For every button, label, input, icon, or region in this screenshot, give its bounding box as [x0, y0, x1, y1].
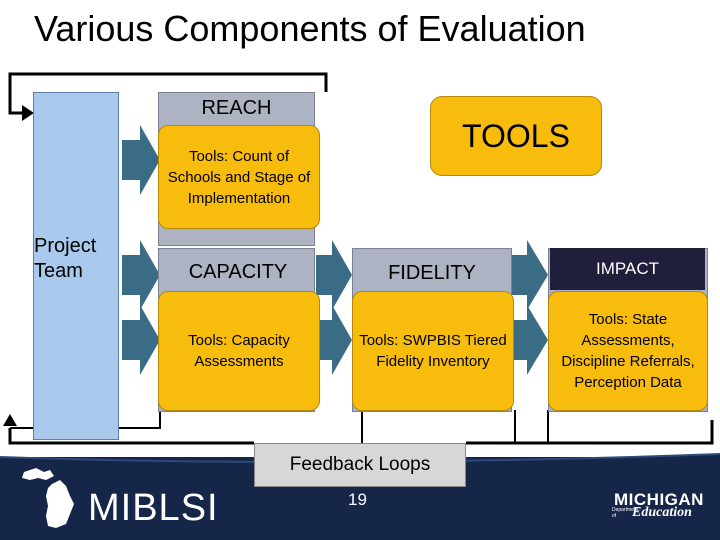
impact-tools-box: Tools: State Assessments, Discipline Ref…	[548, 291, 708, 411]
top-feedback-arrowhead	[22, 105, 34, 121]
project-team-label: Project Team	[34, 235, 97, 282]
capacity-label: CAPACITY	[188, 261, 288, 283]
arrow-to-fidelity	[316, 240, 352, 310]
arrow-to-reach	[122, 125, 160, 195]
fidelity-tools-box: Tools: SWPBIS Tiered Fidelity Inventory	[352, 291, 514, 411]
page-title: Various Components of Evaluation	[34, 8, 586, 49]
impact-label: IMPACT	[550, 248, 705, 290]
arrow-to-impact	[510, 240, 548, 310]
miblsi-logo-text: MIBLSI	[88, 487, 219, 529]
bottom-feedback-arrowhead-left	[3, 414, 17, 426]
michigan-logo-text: MICHIGAN	[614, 490, 704, 509]
page-number: 19	[348, 490, 367, 509]
tools-header: TOOLS	[430, 96, 602, 176]
arrow-to-fidelity-tools	[316, 305, 352, 375]
department-logo-text: Department of	[612, 507, 639, 519]
arrow-to-capacity	[122, 240, 160, 310]
fidelity-label: FIDELITY	[388, 262, 476, 284]
project-team-box	[33, 92, 119, 440]
reach-label: REACH	[201, 97, 272, 119]
bottom-feedback-line-left	[8, 428, 254, 445]
feedback-loops-box: Feedback Loops	[254, 443, 466, 487]
reach-tools-box: Tools: Count of Schools and Stage of Imp…	[158, 125, 320, 229]
top-feedback-line	[8, 72, 328, 115]
arrow-to-impact-tools	[510, 305, 548, 375]
capacity-tools-box: Tools: Capacity Assessments	[158, 291, 320, 411]
education-logo-text: Education	[632, 505, 692, 520]
michigan-map-icon	[22, 468, 74, 528]
arrow-to-capacity-tools	[122, 305, 160, 375]
